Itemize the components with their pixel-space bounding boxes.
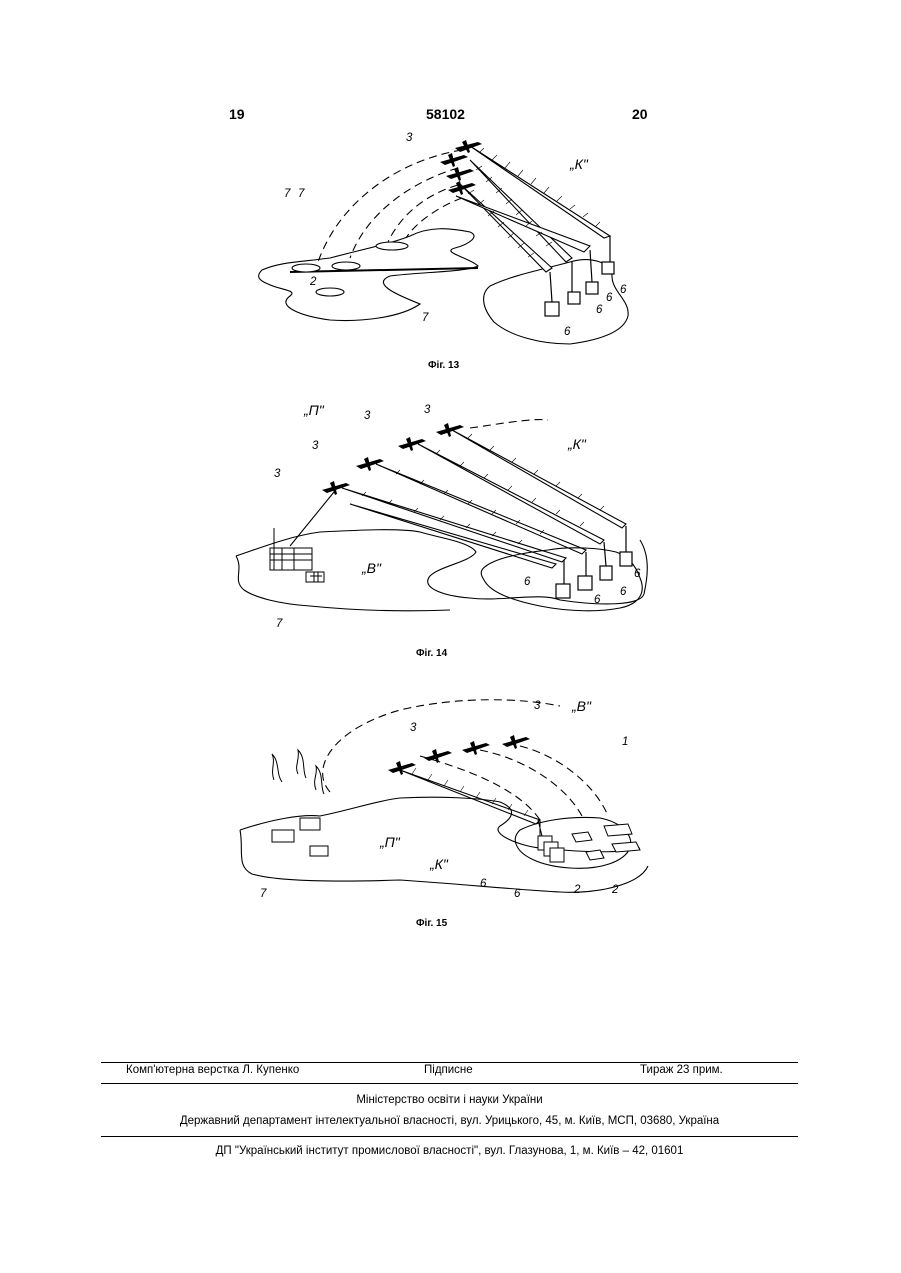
label-v: „В": [362, 560, 381, 576]
ground-stations: [538, 820, 564, 862]
label-7c: 7: [422, 312, 428, 324]
footer-signed: Підписне: [424, 1064, 473, 1076]
attack-line: [290, 492, 334, 546]
label-6a: 6: [634, 568, 640, 580]
figure-13: 3 „К" 7 7 7 2 6 6 6 6 Фіг. 13: [0, 0, 901, 380]
figure-13-drawing: [0, 0, 901, 380]
aircraft-group: [440, 140, 482, 195]
footer-department: Державний департамент інтелектуальної вл…: [101, 1115, 798, 1127]
figure-13-caption: Фіг. 13: [428, 360, 459, 371]
aircraft-group: [388, 735, 530, 775]
flight-path: [470, 420, 548, 428]
label-6c: 6: [594, 594, 600, 606]
footer-institute: ДП "Український інститут промислової вла…: [101, 1145, 798, 1157]
label-3b: 3: [424, 404, 430, 416]
label-1: 1: [622, 736, 628, 748]
label-6d: 6: [564, 326, 570, 338]
label-7b: 7: [298, 188, 304, 200]
figure-15: 3 3 „В" 1 „П" „К" 6 6 2 2 7 Фіг. 15: [0, 670, 901, 940]
figure-14-caption: Фіг. 14: [416, 648, 447, 659]
label-7: 7: [276, 618, 282, 630]
terrain-island: [481, 548, 642, 611]
label-6b: 6: [620, 586, 626, 598]
label-v: „В": [572, 698, 591, 714]
terrain-outline: [240, 797, 648, 892]
footer-ministry: Міністерство освіти і науки України: [101, 1094, 798, 1106]
label-3b: 3: [534, 700, 540, 712]
footer-rule-middle: [101, 1083, 798, 1084]
footer-rule-top: [101, 1062, 798, 1063]
label-6c: 6: [596, 304, 602, 316]
figure-14-drawing: [0, 380, 901, 670]
label-2: 2: [310, 276, 316, 288]
label-6a: 6: [620, 284, 626, 296]
label-7a: 7: [284, 188, 290, 200]
label-3a: 3: [410, 722, 416, 734]
label-6b: 6: [514, 888, 520, 900]
label-k: „К": [568, 436, 586, 452]
label-3c: 3: [312, 440, 318, 452]
figure-15-caption: Фіг. 15: [416, 918, 447, 929]
label-7: 7: [260, 888, 266, 900]
label-k: „К": [430, 856, 448, 872]
label-3a: 3: [364, 410, 370, 422]
label-p: „П": [304, 402, 324, 418]
flight-paths: [323, 700, 608, 820]
label-2b: 2: [612, 884, 618, 896]
burning-targets: [272, 750, 328, 856]
target-markers: [572, 824, 640, 860]
label-6a: 6: [480, 878, 486, 890]
label-3: 3: [406, 132, 412, 144]
footer-rule-bottom: [101, 1136, 798, 1137]
label-k: „К": [570, 156, 588, 172]
figure-14: 3 3 3 3 „П" „К" „В" 7 6 6 6 6 Фіг. 14: [0, 380, 901, 670]
label-2a: 2: [574, 884, 580, 896]
aircraft-group: [322, 423, 464, 495]
figure-15-drawing: [0, 670, 901, 940]
label-6b: 6: [606, 292, 612, 304]
label-6d: 6: [524, 576, 530, 588]
footer-circulation: Тираж 23 прим.: [640, 1064, 723, 1076]
label-p: „П": [380, 834, 400, 850]
footer-layout: Комп'ютерна верстка Л. Купенко: [126, 1064, 299, 1076]
terrain-outline-left: [259, 229, 478, 321]
label-3d: 3: [274, 468, 280, 480]
